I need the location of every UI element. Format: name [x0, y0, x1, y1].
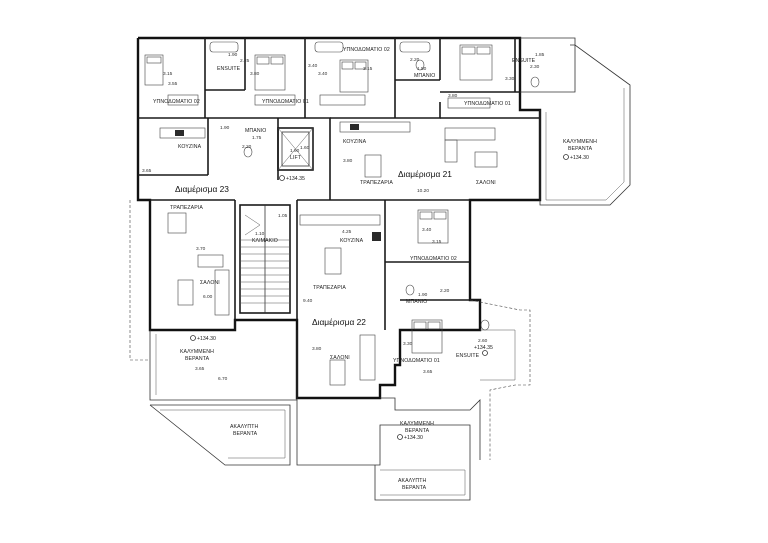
dimension-label: 6.00 — [203, 294, 213, 300]
dimension-label: 3.70 — [196, 246, 206, 252]
dimension-label: 4.25 — [342, 229, 352, 235]
dimension-label: 9.40 — [303, 298, 313, 304]
level-label: +134.35 — [286, 176, 305, 182]
stair-core — [239, 127, 314, 314]
room-label: ΜΠΑΝΙΟ — [414, 73, 435, 79]
room-label: ΚΑΛΥΜΜΕΝΗ — [400, 421, 434, 427]
dimension-label: 3.65 — [195, 366, 205, 372]
room-labels: ΥΠΝΟΔΩΜΑΤΙΟ 02 ΥΠΝΟΔΩΜΑΤΙΟ 01 ENSUITE ΥΠ… — [153, 47, 597, 491]
dimension-label: 1.90 — [220, 125, 230, 131]
dimension-label: 2.20 — [242, 144, 252, 150]
dimension-labels: 1.90 2.25 3.15 3.55 3.80 3.40 3.40 3.15 … — [142, 52, 545, 382]
dimension-label: 1.90 — [228, 52, 238, 58]
dimension-label: 2.30 — [530, 64, 540, 70]
room-label: LIFT — [290, 155, 302, 161]
level-label: +134.30 — [197, 336, 216, 342]
room-label: ΚΛΙΜΑΚΙΟ — [252, 238, 278, 244]
dimension-label: 3.80 — [448, 93, 458, 99]
dimension-label: 3.55 — [168, 81, 178, 87]
dimension-label: 3.30 — [505, 76, 515, 82]
room-label: ΤΡΑΠΕΖΑΡΙΑ — [360, 180, 393, 186]
room-label: ΒΕΡΑΝΤΑ — [233, 431, 258, 437]
dimension-label: 3.65 — [142, 168, 152, 174]
room-label: ENSUITE — [217, 66, 241, 72]
room-label: ΥΠΝΟΔΩΜΑΤΙΟ 02 — [410, 256, 457, 262]
dimension-label: 1.85 — [535, 52, 545, 58]
dimension-label: 3.80 — [343, 158, 353, 164]
room-label: ΚΟΥΖΙΝΑ — [343, 139, 367, 145]
dimension-label: 3.80 — [250, 71, 260, 77]
room-label: ΣΑΛΟΝΙ — [476, 180, 496, 186]
room-label: ENSUITE — [456, 353, 480, 359]
dimension-label: 10.20 — [417, 188, 429, 194]
room-label: ΥΠΝΟΔΩΜΑΤΙΟ 01 — [262, 99, 309, 105]
dimension-label: 3.80 — [312, 346, 322, 352]
dimension-label: 3.40 — [308, 63, 318, 69]
dimension-label: 1.75 — [252, 135, 262, 141]
dimension-label: 3.40 — [422, 227, 432, 233]
room-label: ΒΕΡΑΝΤΑ — [402, 485, 427, 491]
level-label: +134.30 — [570, 155, 589, 161]
room-label: ΥΠΝΟΔΩΜΑΤΙΟ 02 — [153, 99, 200, 105]
room-label: ΚΟΥΖΙΝΑ — [340, 238, 364, 244]
room-label: ΜΠΑΝΙΟ — [245, 128, 266, 134]
apartment-labels: Διαμέρισμα 21 Διαμέρισμα 22 Διαμέρισμα 2… — [175, 169, 452, 327]
level-label: +134.35 — [474, 345, 493, 351]
room-label: ΑΚΑΛΥΠΤΗ — [230, 424, 259, 430]
dimension-label: 1.50 — [417, 66, 427, 72]
dimension-label: 2.25 — [240, 58, 250, 64]
dimension-label: 6.70 — [218, 376, 228, 382]
level-label: +134.30 — [404, 435, 423, 441]
room-label: ΤΡΑΠΕΖΑΡΙΑ — [313, 285, 346, 291]
room-label: ΥΠΝΟΔΩΜΑΤΙΟ 02 — [343, 47, 390, 53]
dimension-label: 1.90 — [418, 292, 428, 298]
dimension-label: 2.20 — [410, 57, 420, 63]
room-label: ΥΠΝΟΔΩΜΑΤΙΟ 01 — [464, 101, 511, 107]
building-outline — [136, 36, 542, 400]
room-label: ΒΕΡΑΝΤΑ — [405, 428, 430, 434]
dimension-label: 3.15 — [363, 66, 373, 72]
furniture — [144, 41, 540, 386]
dimension-label: 2.20 — [440, 288, 450, 294]
dimension-label: 3.15 — [163, 71, 173, 77]
dimension-label: 3.30 — [403, 341, 413, 347]
room-label: ΚΑΛΥΜΜΕΝΗ — [180, 349, 214, 355]
dimension-label: 1.90 — [290, 148, 300, 154]
room-label: ΚΟΥΖΙΝΑ — [178, 144, 202, 150]
room-label: ΑΚΑΛΥΠΤΗ — [398, 478, 427, 484]
room-label: ΒΕΡΑΝΤΑ — [568, 146, 593, 152]
room-label: ΜΠΑΝΙΟ — [406, 299, 427, 305]
level-markers: +134.30 +134.35 +134.30 +134.35 +134.30 — [190, 154, 589, 441]
apartment-label-22: Διαμέρισμα 22 — [312, 317, 366, 327]
dimension-label: 1.60 — [300, 145, 310, 151]
apartment-label-21: Διαμέρισμα 21 — [398, 169, 452, 179]
dimension-label: 1.05 — [278, 213, 288, 219]
dimension-label: 1.10 — [255, 231, 265, 237]
room-label: ΣΑΛΟΝΙ — [200, 280, 220, 286]
room-label: ΥΠΝΟΔΩΜΑΤΙΟ 01 — [393, 358, 440, 364]
room-label: ΣΑΛΟΝΙ — [330, 355, 350, 361]
room-label: ΚΑΛΥΜΜΕΝΗ — [563, 139, 597, 145]
dimension-label: 3.65 — [423, 369, 433, 375]
room-label: ENSUITE — [512, 58, 536, 64]
dimension-label: 2.60 — [478, 338, 488, 344]
verandas — [129, 37, 631, 501]
dimension-label: 3.15 — [432, 239, 442, 245]
room-label: ΤΡΑΠΕΖΑΡΙΑ — [170, 205, 203, 211]
apartment-label-23: Διαμέρισμα 23 — [175, 184, 229, 194]
dimension-label: 3.40 — [318, 71, 328, 77]
room-label: ΒΕΡΑΝΤΑ — [185, 356, 210, 362]
